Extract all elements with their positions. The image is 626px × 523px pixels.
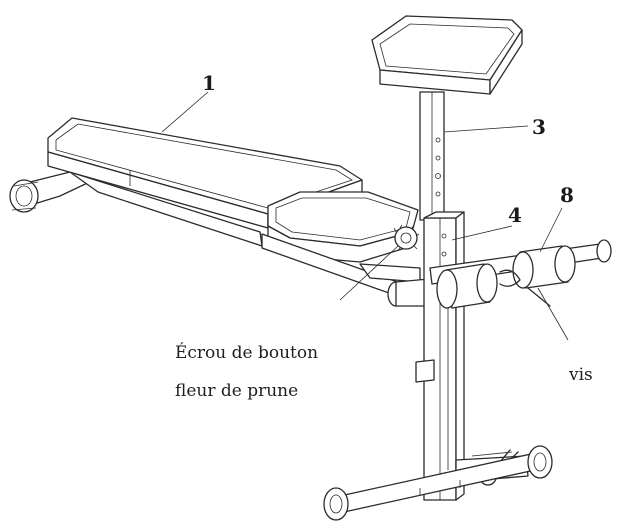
leader-screw — [537, 287, 569, 341]
seat-frame — [261, 233, 421, 305]
callout-part-4: 4 — [508, 203, 522, 227]
nut-label-line2: fleur de prune — [175, 381, 299, 401]
leader-nut — [339, 245, 399, 301]
screw-label: vis — [569, 365, 593, 385]
rear-floor-tube — [9, 171, 263, 247]
leader-part1 — [161, 91, 209, 133]
callout-part-8: 8 — [560, 183, 574, 207]
upright-pad — [371, 15, 523, 95]
leader-part4 — [451, 225, 513, 241]
callout-part-3: 3 — [532, 115, 546, 139]
leader-lines — [161, 91, 569, 341]
callout-part-1: 1 — [202, 71, 216, 95]
upright-post — [419, 91, 445, 221]
leader-part3 — [443, 125, 529, 133]
nut-label-line1: Écrou de bouton — [175, 343, 319, 363]
foam-roller-right — [512, 245, 576, 289]
foam-roller-left — [436, 263, 498, 309]
square-socket — [423, 211, 465, 501]
front-floor-tube — [323, 445, 553, 521]
plum-blossom-knob — [393, 224, 420, 252]
leader-part8 — [539, 207, 563, 253]
